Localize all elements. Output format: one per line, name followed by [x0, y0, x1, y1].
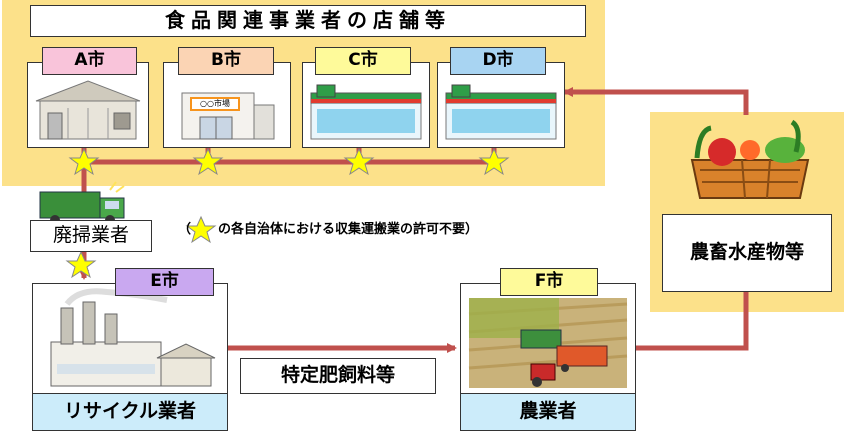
farmer-box [460, 283, 636, 395]
city-b-label: B市 [178, 47, 274, 75]
star-icon [192, 147, 224, 176]
shop-d-box [437, 62, 565, 148]
star-icon [65, 250, 97, 279]
page-title: 食品関連事業者の店舗等 [30, 5, 586, 37]
note-text: の各自治体における収集運搬業の許可不要） [218, 222, 479, 237]
product-label: 特定肥飼料等 [240, 358, 436, 394]
city-c-label: C市 [315, 47, 411, 75]
recycler-label: リサイクル業者 [32, 393, 228, 431]
city-f-label: F市 [500, 268, 598, 296]
market-sign: ○○市場 [190, 97, 240, 111]
star-icon [478, 147, 510, 176]
shop-c-box [302, 62, 430, 148]
city-e-label: E市 [115, 268, 214, 296]
city-a-label: A市 [42, 47, 137, 75]
farm-field-icon [468, 298, 628, 388]
note-open: （ [178, 222, 192, 237]
star-icon [343, 147, 375, 176]
hauler-label: 廃掃業者 [30, 220, 152, 252]
arrow-farmer-to-produce [636, 288, 749, 351]
convenience-store-icon [445, 84, 557, 140]
shop-b-box: ○○市場 [163, 62, 291, 148]
produce-label: 農畜水産物等 [662, 214, 832, 292]
warehouse-icon [35, 80, 141, 140]
convenience-store-icon [310, 84, 422, 140]
factory-icon [50, 288, 216, 387]
recycler-box [32, 283, 228, 395]
farmer-label: 農業者 [460, 393, 636, 431]
shop-a-box [27, 62, 149, 148]
arrow-produce-to-shops [563, 87, 749, 115]
star-icon [68, 147, 100, 176]
city-d-label: D市 [450, 47, 546, 75]
star-icon [185, 215, 217, 244]
